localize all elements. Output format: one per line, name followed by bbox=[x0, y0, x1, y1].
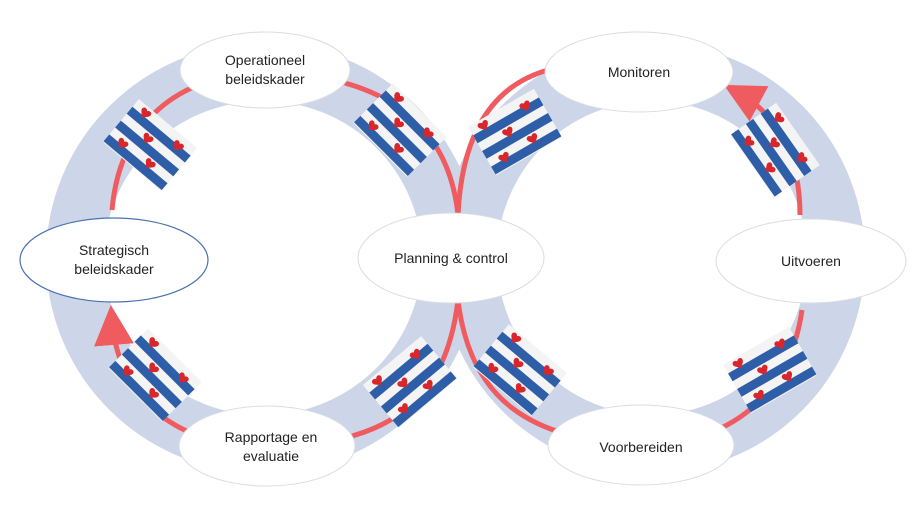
node-monitoren: Monitoren bbox=[544, 31, 734, 113]
node-label: beleidskader bbox=[225, 71, 305, 87]
node-rapportage-evaluatie: Rapportage en evaluatie bbox=[178, 405, 356, 487]
node-label: Rapportage en bbox=[225, 429, 318, 445]
node-label: Strategisch bbox=[79, 242, 149, 258]
node-operationeel-beleidskader: Operationeel beleidskader bbox=[179, 31, 351, 109]
node-uitvoeren: Uitvoeren bbox=[715, 218, 907, 304]
node-label: Operationeel bbox=[225, 52, 305, 68]
node-label: evaluatie bbox=[243, 448, 299, 464]
node-label: Monitoren bbox=[608, 64, 670, 80]
node-strategisch-beleidskader: Strategisch beleidskader bbox=[19, 217, 209, 303]
node-voorbereiden: Voorbereiden bbox=[547, 404, 735, 486]
node-planning-control: Planning & control bbox=[357, 212, 545, 304]
node-label: Uitvoeren bbox=[781, 253, 841, 269]
node-label: Voorbereiden bbox=[599, 439, 682, 455]
node-label: Planning & control bbox=[394, 250, 508, 266]
cycle-arrow-right-top bbox=[455, 67, 549, 216]
node-label: beleidskader bbox=[74, 261, 154, 277]
